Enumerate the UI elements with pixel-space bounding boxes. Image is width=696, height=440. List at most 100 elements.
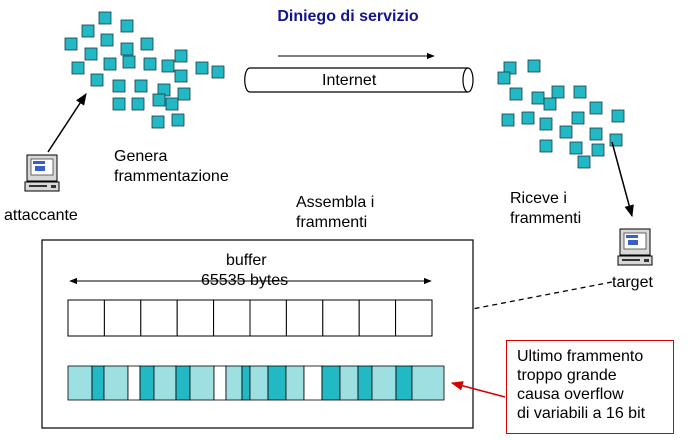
buffer-fragment-segment <box>103 365 129 401</box>
fragment-square <box>611 109 625 123</box>
attaccante-label: attaccante <box>4 207 78 224</box>
internet-label: Internet <box>322 72 377 89</box>
fragment-square <box>195 61 209 75</box>
fragment-square <box>527 59 541 73</box>
reassembly-arrow <box>460 281 613 314</box>
fragment-square <box>509 87 523 101</box>
buffer-fragment-segment <box>91 365 105 401</box>
fragment-square <box>143 57 157 71</box>
buffer-fragment-segment <box>249 365 269 401</box>
internet-pipe <box>244 67 474 93</box>
genera-frammentazione-label: Genera frammentazione <box>114 148 229 185</box>
target-computer-icon <box>617 228 653 266</box>
overflow-callout: Ultimo frammento troppo grande causa ove… <box>506 340 674 434</box>
buffer-fragment-segment <box>127 365 141 401</box>
buffer-fragment-segment <box>213 365 227 401</box>
fragment-square <box>174 49 188 63</box>
fragment-square <box>497 71 511 85</box>
buffer-fragment-segment <box>67 365 93 401</box>
fragment-square <box>539 139 553 153</box>
fragment-square <box>81 24 95 38</box>
diagram-title: Diniego di servizio <box>277 8 419 25</box>
buffer-fragment-segment <box>241 365 251 401</box>
fragment-square <box>165 97 179 111</box>
buffer-cell <box>285 299 324 337</box>
buffer-fragment-segment <box>395 365 413 401</box>
fragment-square <box>171 113 185 127</box>
fragment-square <box>177 87 191 101</box>
buffer-fragment-segment <box>153 365 177 401</box>
fragment-square <box>103 57 117 71</box>
fragment-square <box>90 73 104 87</box>
fragment-square <box>64 37 78 51</box>
fragment-square <box>539 117 553 131</box>
buffer-fragment-segment <box>339 365 359 401</box>
fragment-square <box>573 85 587 99</box>
buffer-empty-row <box>67 299 433 337</box>
fragment-square <box>571 111 585 125</box>
fragment-square <box>134 79 148 93</box>
buffer-fragment-segment <box>139 365 155 401</box>
buffer-cell <box>322 299 360 337</box>
fragment-square <box>120 19 134 33</box>
fragment-square <box>84 47 98 61</box>
fragment-square <box>112 97 126 111</box>
fragment-square <box>577 155 591 169</box>
buffer-cell <box>213 299 251 337</box>
buffer-cell <box>249 299 287 337</box>
fragment-square <box>591 143 605 157</box>
buffer-label: buffer <box>226 252 267 269</box>
fragment-square <box>589 127 603 141</box>
fragment-square <box>122 55 136 69</box>
send-arrow <box>47 92 87 153</box>
fragment-square <box>551 85 565 99</box>
buffer-overflow-row <box>67 365 445 401</box>
riceve-frammenti-label: Riceve i frammenti <box>510 190 582 227</box>
fragment-square <box>521 111 535 125</box>
fragment-square <box>501 113 515 127</box>
fragment-square <box>112 79 126 93</box>
buffer-cell <box>358 299 397 337</box>
fragment-square <box>71 61 85 75</box>
deliver-arrow <box>611 141 634 218</box>
buffer-fragment-segment <box>175 365 191 401</box>
buffer-fragment-segment <box>357 365 373 401</box>
fragment-square <box>131 97 145 111</box>
buffer-cell <box>140 299 178 337</box>
fragment-square <box>152 93 166 107</box>
buffer-fragment-segment <box>267 365 287 401</box>
fragment-square <box>211 65 225 79</box>
buffer-cell <box>103 299 142 337</box>
buffer-cell <box>395 299 433 337</box>
fragments-cluster-received <box>497 59 625 169</box>
attacker-computer-icon <box>24 154 60 192</box>
buffer-fragment-segment <box>411 365 445 401</box>
buffer-size-label: 65535 bytes <box>201 272 289 289</box>
fragment-square <box>120 42 134 56</box>
fragment-square <box>98 11 112 25</box>
fragment-square <box>174 69 188 83</box>
fragment-square <box>609 133 623 147</box>
buffer-fragment-segment <box>303 365 323 401</box>
fragment-square <box>559 125 573 139</box>
assembla-frammenti-label: Assembla i frammenti <box>296 194 375 231</box>
buffer-fragment-segment <box>189 365 215 401</box>
buffer-fragment-segment <box>285 365 305 401</box>
fragment-square <box>531 91 545 105</box>
fragment-square <box>140 37 154 51</box>
buffer-fragment-segment <box>371 365 397 401</box>
buffer-cell <box>67 299 105 337</box>
fragment-square <box>569 141 583 155</box>
callout-arrow <box>450 381 506 398</box>
fragment-square <box>161 59 175 73</box>
buffer-fragment-segment <box>321 365 341 401</box>
buffer-cell <box>176 299 215 337</box>
fragment-square <box>151 115 165 129</box>
target-label: target <box>612 274 653 291</box>
fragment-square <box>543 97 557 111</box>
fragment-square <box>100 33 114 47</box>
fragments-cluster-source <box>64 11 225 129</box>
fragment-square <box>589 101 603 115</box>
buffer-fragment-segment <box>225 365 243 401</box>
